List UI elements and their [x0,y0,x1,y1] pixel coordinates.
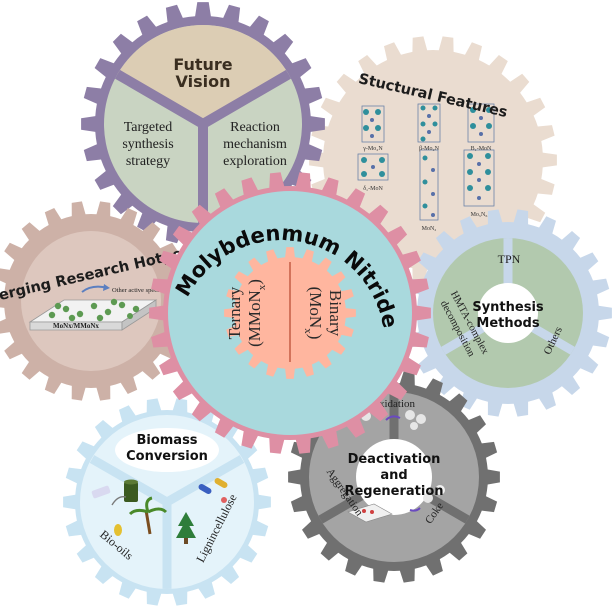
synthesis-tpn: TPN [498,252,521,266]
crystal-gamma [361,105,385,143]
future-right-line3: exploration [223,154,287,169]
future-left-line1: Targeted [124,120,173,135]
substrate-label: MoNx/MMoNx [53,322,99,330]
lignocellulose-illustration [176,478,228,544]
synthesis-methods-gear: Synthesis Methods TPN HMTA-complex decom… [404,209,612,417]
other-species-label: Other active species [112,287,165,294]
crystal-b1 [467,103,495,143]
phase-label-b1: B₁-MoN [471,146,492,152]
ternary-close: ) [245,279,264,285]
future-vision-gear: Future Vision Targeted synthesis strateg… [81,2,325,246]
synthesis-title-line2: Methods [476,316,539,331]
deactivation-title-line2: and [380,468,407,483]
deactivation-title-line3: Regeneration [344,484,443,499]
crystal-mo5n6 [463,149,495,207]
phase-label-mo5n6: Mo₅N₆ [471,212,488,218]
crystal-beta [417,103,441,143]
future-right-line2: mechanism [223,137,287,152]
binary-close: ) [306,334,325,340]
biomass-title-plate [115,428,219,472]
oxidation-illustration [361,407,426,430]
aggregation-illustration [347,503,393,523]
future-right-line1: Reaction [230,120,280,135]
synthesis-hub [478,283,538,343]
crystal-structures [357,103,495,221]
phase-label-delta: δ₁-MoN [363,186,383,192]
binary-label-group: Binary (MoNx) [302,287,345,340]
catalyst-slab [28,284,158,331]
future-title-line1: Future [173,55,232,74]
synthesis-title-line1: Synthesis [472,300,544,315]
future-left-line2: synthesis [122,137,173,152]
biomass-title-line2: Conversion [126,449,208,464]
crystal-mon2 [419,149,439,221]
crystal-delta [357,153,389,181]
biooil-illustration [91,479,168,536]
ternary-label: Ternary [225,286,244,339]
biomass-title-line1: Biomass [136,433,197,448]
phase-label-beta: β-Mo₂N [419,146,439,152]
deactivation-title-line1: Deactivation [348,452,441,467]
future-left-line3: strategy [126,154,170,169]
binary-formula: (MoN [306,287,325,329]
binary-sub: x [302,328,314,334]
ternary-formula: (MMoN [245,290,264,347]
coke-illustration [409,485,445,512]
emerging-research-gear: Emerging Research Hotpots Other active s… [0,201,199,401]
binary-formula-line: (MoNx) [302,287,325,340]
ternary-formula-line: (MMoNx) [245,279,268,347]
deactivation-hub [356,439,432,515]
future-title-line2: Vision [176,72,231,91]
ternary-label-group: Ternary (MMoNx) [225,279,268,347]
binary-label: Binary [326,290,345,337]
phase-label-gamma: γ-Mo₂N [362,146,383,152]
ternary-sub: x [256,284,268,290]
biomass-conversion-gear: Biomass Conversion Bio-oils Lignincellul… [63,398,271,606]
future-top-sector [114,25,292,223]
phase-label-mon2: MoN₂ [422,226,437,232]
